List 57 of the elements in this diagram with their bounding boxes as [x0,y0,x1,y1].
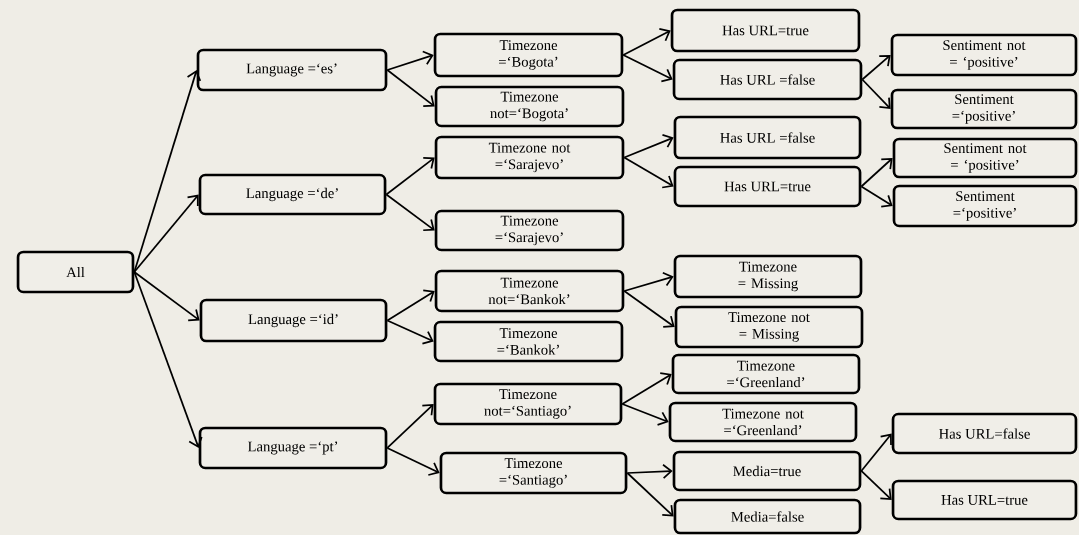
arrow [386,447,440,476]
decision-box: Timezone not=‘Santiago’ [433,382,623,426]
arrow [386,50,434,71]
decision-box: Timezone = Missing [673,254,863,299]
arrow [133,271,203,448]
arrow [623,133,674,159]
arrow [385,193,435,232]
arrow [621,372,672,405]
arrow [133,194,199,273]
decision-box: Timezone =‘Greenland’ [671,353,861,395]
decision-box: Timezone not =‘Sarajevo’ [434,135,625,180]
arrow [860,185,893,208]
decision-box: Sentiment not = ‘positive’ [892,137,1078,179]
arrow [386,404,434,449]
arrow [386,69,435,107]
decision-box: Timezone not =‘Greenland’ [668,401,858,443]
arrow [133,70,202,273]
arrow [626,472,674,517]
decision-box: Timezone =‘Santiago’ [439,451,628,495]
arrow [622,28,671,56]
decision-box: Language =‘es’ [196,48,388,92]
arrow [623,290,675,328]
arrow [386,289,435,322]
decision-box: Timezone =‘Sarajevo’ [434,209,625,252]
decision-box: Has URL =false [672,58,863,101]
arrow [623,156,674,189]
decision-box: Media=false [673,498,862,535]
arrow [621,403,669,426]
decision-box: Timezone not = Missing [674,305,864,349]
decision-box: Timezone =‘Bankok’ [433,320,624,363]
decision-box: Has URL =false [673,115,862,160]
decision-box: Sentiment =‘positive’ [890,88,1078,130]
arrow [626,463,673,479]
arrow [386,319,434,345]
arrow [861,78,891,109]
arrow [385,157,435,196]
decision-box: Timezone not=‘Bogota’ [434,85,625,128]
decision-box: Timezone =‘Bogota’ [433,32,624,78]
decision-box: Has URL=true [673,165,862,208]
decision-box: Sentiment =‘positive’ [892,184,1078,228]
decision-box: Has URL=false [891,412,1078,455]
decision-box: Language =‘pt’ [198,426,388,470]
arrow [622,54,673,83]
arrow [860,158,893,188]
arrow [860,433,892,472]
decision-box: Language =‘de’ [198,173,387,216]
decision-box: Timezone not=‘Bankok’ [434,269,625,313]
decision-box: All [16,250,135,294]
decision-box: Has URL=true [670,8,861,53]
decision-box: Sentiment not = ‘positive’ [890,33,1078,77]
arrow [860,470,892,500]
decision-box: Language =‘id’ [199,298,388,343]
decision-box: Has URL=true [891,479,1078,521]
arrow [133,271,200,322]
arrow [623,271,674,292]
arrow [861,55,891,81]
decision-box: Media=true [672,450,862,492]
